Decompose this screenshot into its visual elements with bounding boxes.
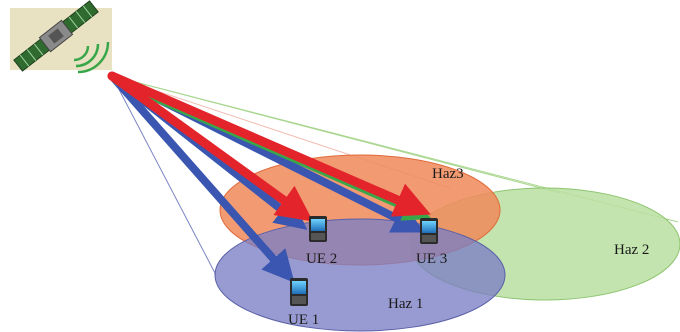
ue3-label: UE 3 <box>416 251 447 267</box>
beam-arrows <box>107 71 432 283</box>
phone-icon-ue1 <box>290 278 308 306</box>
beam-1-label: Haz 1 <box>388 296 423 312</box>
satellite-icon <box>10 0 112 74</box>
beam-2-label: Haz 2 <box>614 242 649 258</box>
beam-coverage-areas <box>214 154 680 332</box>
beam-3-label: Haz3 <box>432 166 464 182</box>
red-arrow-ue3 <box>107 71 431 217</box>
ue1-label: UE 1 <box>288 312 319 328</box>
phone-icon-ue3 <box>420 218 438 244</box>
red-arrow-ue2 <box>107 71 314 222</box>
blue-arrow-ue1 <box>108 72 295 283</box>
beam-1-area <box>214 218 506 332</box>
ue2-label: UE 2 <box>306 251 337 267</box>
phone-icon-ue2 <box>309 216 327 242</box>
